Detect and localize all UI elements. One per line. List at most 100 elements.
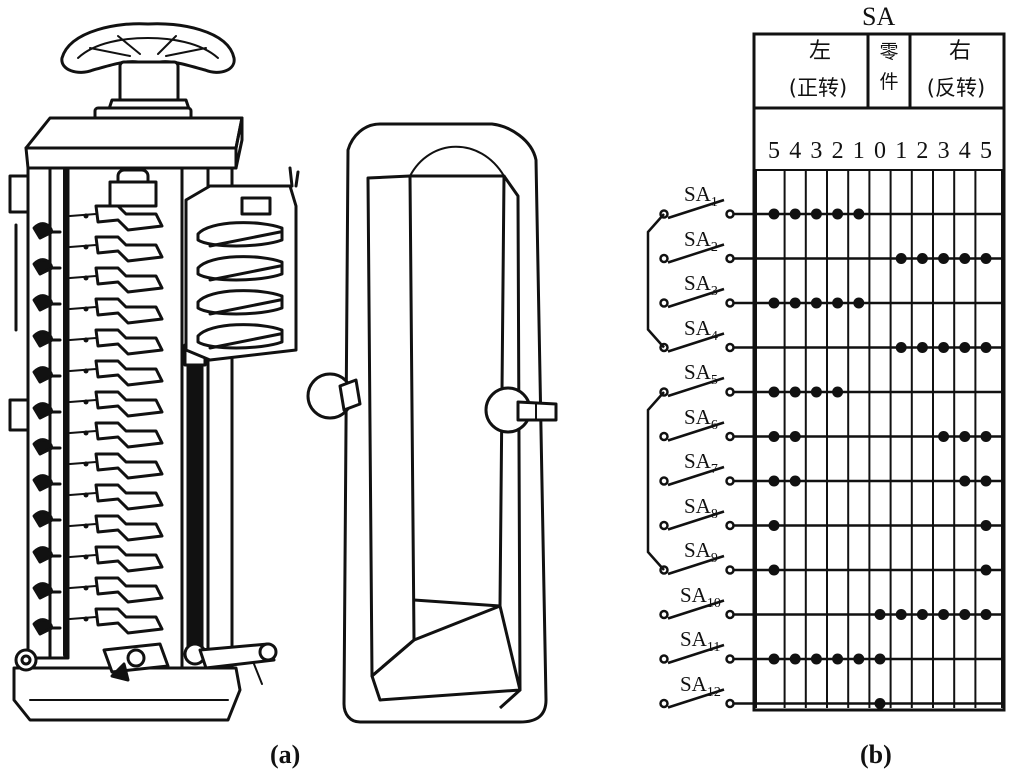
contact-switch-symbol bbox=[659, 465, 754, 487]
fixed-contact bbox=[32, 330, 62, 348]
closed-contact-dot bbox=[874, 698, 886, 709]
closed-contact-dot bbox=[789, 297, 801, 309]
contact-label: SA1 bbox=[684, 182, 718, 211]
position-number: 4 bbox=[789, 138, 802, 164]
closed-contact-dot bbox=[959, 609, 971, 620]
closed-contact-dot bbox=[938, 342, 950, 353]
closed-contact-dot bbox=[810, 297, 822, 309]
closed-contact-dot bbox=[980, 342, 992, 353]
cam-disc bbox=[69, 545, 164, 573]
closed-contact-dot bbox=[768, 297, 780, 309]
cam-disc bbox=[69, 204, 164, 232]
closed-contact-dot bbox=[810, 208, 822, 220]
closed-contact-dot bbox=[832, 208, 844, 220]
closed-contact-dot bbox=[874, 653, 886, 665]
contact-label: SA6 bbox=[684, 404, 718, 433]
fixed-contact bbox=[32, 258, 62, 276]
closed-contact-dot bbox=[980, 431, 992, 442]
closed-contact-dot bbox=[895, 342, 907, 353]
closed-contact-dot bbox=[853, 208, 865, 220]
base bbox=[12, 666, 242, 722]
closed-contact-dot bbox=[916, 253, 928, 264]
closed-contact-dot bbox=[789, 653, 801, 665]
header-right-top: 右 bbox=[948, 39, 971, 64]
interlock-plate bbox=[196, 255, 284, 282]
cam-disc bbox=[69, 359, 164, 387]
header-left-bottom: (正转) bbox=[788, 76, 848, 100]
closed-contact-dot bbox=[810, 653, 822, 665]
position-number: 5 bbox=[980, 138, 992, 164]
fixed-contact bbox=[32, 546, 62, 564]
contact-label: SA7 bbox=[684, 449, 718, 478]
position-number: 1 bbox=[895, 138, 908, 164]
contact-switch-symbol bbox=[659, 688, 754, 709]
closed-contact-dot bbox=[938, 431, 950, 442]
closed-contact-dot bbox=[789, 475, 801, 487]
closed-contact-dot bbox=[768, 386, 780, 398]
contact-label: SA9 bbox=[684, 538, 718, 567]
fixed-contact bbox=[32, 510, 62, 528]
header-right-bottom: (反转) bbox=[926, 76, 986, 100]
contact-label: SA11 bbox=[680, 627, 721, 656]
panel-b-caption: (b) bbox=[860, 740, 892, 769]
position-number: 3 bbox=[937, 138, 950, 164]
contact-label: SA5 bbox=[684, 360, 718, 389]
closed-contact-dot bbox=[789, 431, 801, 442]
header-zero-top: 零 bbox=[879, 41, 899, 63]
interlock-plate bbox=[196, 323, 284, 350]
position-number: 2 bbox=[916, 138, 929, 164]
header-zero-bottom: 件 bbox=[879, 71, 899, 93]
cam-stack bbox=[69, 204, 164, 635]
closed-contact-dot bbox=[980, 564, 992, 576]
fixed-contact bbox=[32, 618, 62, 636]
fixed-contact bbox=[32, 222, 62, 240]
closed-contact-dot bbox=[832, 386, 844, 398]
closed-contact-dot bbox=[768, 653, 780, 665]
closed-contact-dot bbox=[959, 475, 971, 487]
closed-contact-dot bbox=[789, 208, 801, 220]
contact-label: SA10 bbox=[680, 582, 721, 611]
contact-switch-symbol bbox=[659, 510, 754, 531]
closed-contact-dot bbox=[768, 475, 780, 487]
closed-contact-dot bbox=[938, 609, 950, 620]
cover bbox=[306, 122, 558, 724]
cam-disc bbox=[69, 421, 164, 449]
drum-controller-drawing bbox=[8, 22, 558, 724]
closed-contact-dot bbox=[768, 520, 780, 531]
fixed-contact bbox=[32, 402, 62, 420]
closed-contact-dot bbox=[768, 431, 780, 442]
position-number: 2 bbox=[831, 138, 844, 164]
closed-contact-dot bbox=[959, 431, 971, 442]
interlock-plate bbox=[196, 221, 284, 248]
contact-label: SA12 bbox=[680, 671, 721, 700]
fixed-contact bbox=[32, 474, 62, 492]
contact-switch-symbol bbox=[659, 554, 754, 576]
closed-contact-dot bbox=[959, 342, 971, 353]
cam-disc bbox=[69, 576, 164, 604]
contact-label: SA3 bbox=[684, 271, 718, 300]
contact-switch-symbol bbox=[659, 599, 754, 620]
closed-contact-dot bbox=[895, 609, 907, 620]
closed-contact-dot bbox=[832, 297, 844, 309]
closed-contact-dot bbox=[853, 653, 865, 665]
closed-contact-dot bbox=[980, 609, 992, 620]
closed-contact-dot bbox=[916, 609, 928, 620]
closed-contact-dot bbox=[959, 253, 971, 264]
position-number: 3 bbox=[810, 138, 823, 164]
closed-contact-dot bbox=[938, 253, 950, 264]
table-title: SA bbox=[862, 2, 896, 31]
closed-contact-dot bbox=[853, 297, 865, 309]
cam-disc bbox=[69, 607, 164, 635]
fixed-contact bbox=[32, 366, 62, 384]
contact-switch-symbol bbox=[659, 287, 754, 309]
wiring-link bbox=[646, 213, 665, 349]
closed-contact-dot bbox=[832, 653, 844, 665]
interlock-plate bbox=[196, 289, 284, 316]
cam-disc bbox=[69, 235, 164, 263]
closed-contact-dot bbox=[916, 342, 928, 353]
cam-disc bbox=[69, 514, 164, 542]
contact-label: SA4 bbox=[684, 315, 718, 344]
panel-a-caption: (a) bbox=[270, 740, 301, 769]
cam-disc bbox=[69, 452, 164, 480]
